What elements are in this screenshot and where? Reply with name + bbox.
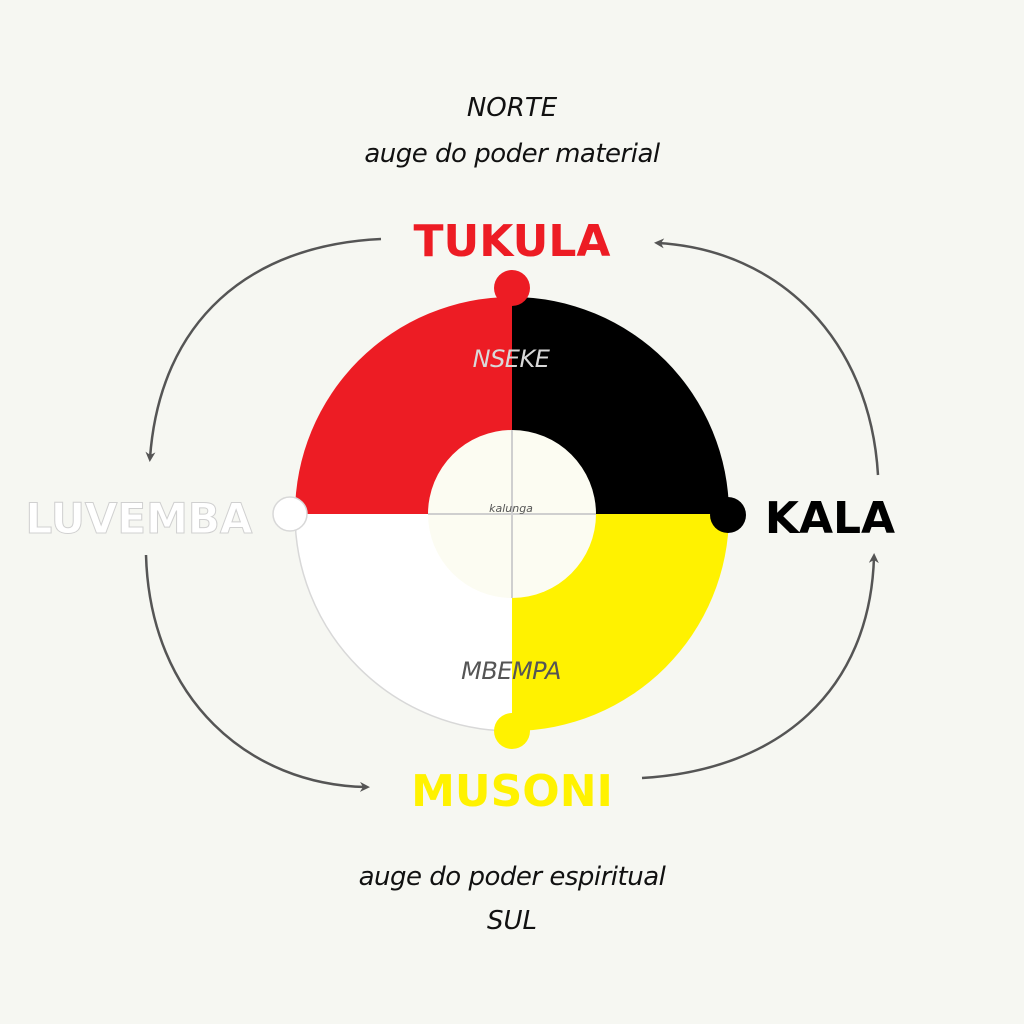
arrow-luvemba-to-musoni [144, 554, 370, 792]
dot-musoni [494, 713, 530, 749]
quadrant-bottom-left-border [294, 513, 513, 732]
dot-tukula [494, 270, 530, 306]
label-kala: KALA [765, 493, 895, 544]
label-kalunga: kalunga [489, 502, 533, 515]
caption-sul: SUL [487, 906, 537, 936]
dot-kala [710, 497, 746, 533]
dot-luvemba [272, 496, 308, 532]
caption-poder-espiritual: auge do poder espiritual [359, 862, 667, 892]
caption-poder-material: auge do poder material [364, 139, 661, 169]
label-musoni: MUSONI [411, 766, 613, 817]
label-tukula: TUKULA [414, 216, 611, 267]
arrow-tukula-to-luvemba [145, 237, 382, 462]
arrow-musoni-to-kala [641, 553, 879, 780]
label-nseke: NSEKE [473, 345, 551, 373]
caption-norte: NORTE [467, 93, 558, 123]
arrow-kala-to-tukula [654, 238, 880, 476]
label-luvemba: LUVEMBA [26, 494, 253, 543]
label-mbempa: MBEMPA [461, 657, 561, 685]
